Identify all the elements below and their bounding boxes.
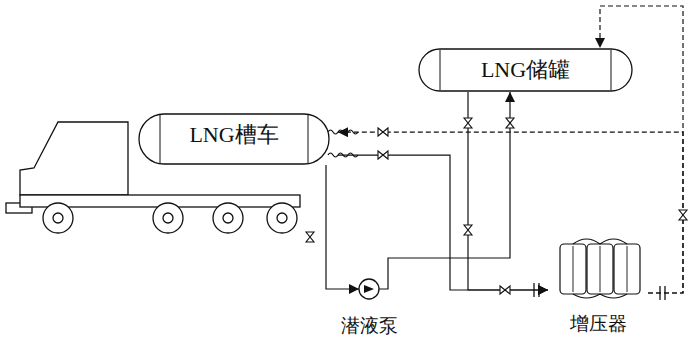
liquid-line — [338, 155, 548, 290]
valve-symbol — [378, 151, 388, 159]
vaporizer-bend — [573, 239, 627, 244]
hose — [328, 153, 358, 157]
truck-hub — [163, 213, 173, 223]
valve-symbol — [500, 286, 510, 294]
truck-hub — [223, 213, 233, 223]
node-label: LNG储罐 — [410, 48, 641, 92]
truck-wheel — [267, 203, 297, 233]
flange — [538, 283, 539, 297]
hose — [328, 130, 358, 134]
liquid-line — [326, 165, 359, 289]
vaporizer-fin — [560, 244, 586, 294]
storage-tank: LNG储罐 — [410, 48, 641, 92]
truck-wheel — [153, 203, 183, 233]
truck-cab — [20, 122, 128, 195]
valve-symbol — [506, 118, 514, 128]
truck-wheel — [213, 203, 243, 233]
node-label: LNG槽车 — [130, 113, 338, 157]
tank-seam — [308, 115, 309, 163]
vaporizer-tube — [627, 246, 628, 292]
tank-seam — [611, 50, 612, 90]
truck-tank: LNG槽车 — [130, 113, 338, 165]
valve-symbol — [464, 225, 472, 235]
tank-seam — [160, 115, 161, 163]
liquid-line — [379, 92, 510, 289]
flange — [664, 286, 665, 300]
vaporizer-bend — [573, 294, 627, 298]
node-label: 增压器 — [548, 312, 648, 335]
flange — [533, 283, 534, 297]
pump-arrow — [364, 285, 374, 293]
truck-wheel — [43, 203, 73, 233]
valve-symbol — [306, 232, 314, 242]
vaporizer-fin — [587, 244, 613, 294]
tank-seam — [440, 50, 441, 90]
pump: 潜液泵 — [334, 276, 404, 340]
truck-hub — [277, 213, 287, 223]
vaporizer-tube — [573, 246, 574, 292]
vaporizer: 增压器 — [548, 236, 648, 338]
gas-line — [338, 132, 683, 293]
valve-symbol — [464, 118, 472, 128]
valve-symbol — [679, 210, 687, 220]
truck-hub — [53, 213, 63, 223]
pump-circle — [359, 279, 379, 299]
vaporizer-tube — [600, 246, 601, 292]
node-label: 潜液泵 — [334, 314, 404, 337]
valve-symbol — [378, 128, 388, 136]
vaporizer-fin — [614, 244, 640, 294]
liquid-line — [468, 92, 548, 290]
flange — [659, 286, 660, 300]
